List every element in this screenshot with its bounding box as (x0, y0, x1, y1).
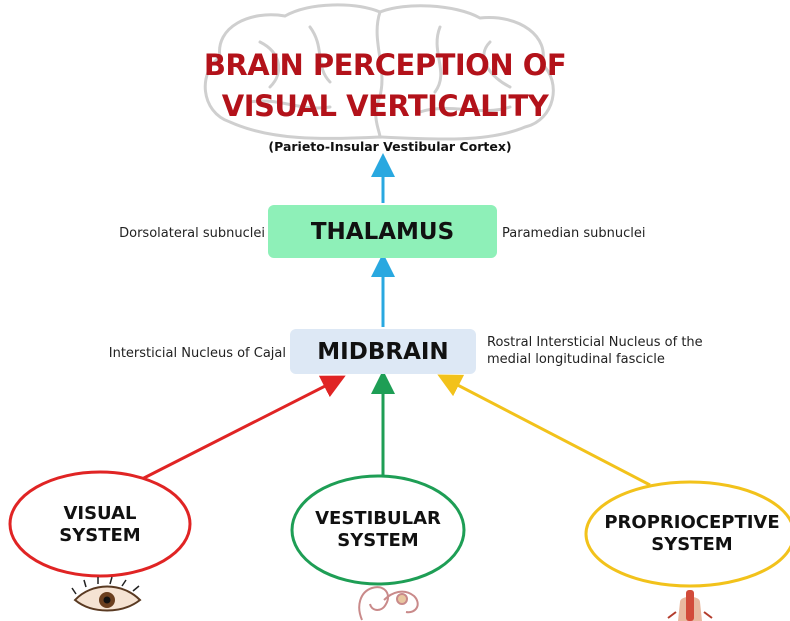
thalamus-right-note: Paramedian subnuclei (502, 225, 702, 242)
thalamus-box: THALAMUS (268, 205, 497, 258)
proprioceptive-system-label: PROPRIOCEPTIVE SYSTEM (594, 501, 790, 567)
vestibular-system-label-line-1: VESTIBULAR (315, 508, 441, 530)
midbrain-right-note-line-1: Rostral Intersticial Nucleus of the (487, 334, 767, 351)
inner-ear-icon (359, 587, 417, 620)
vestibular-system-label: VESTIBULAR SYSTEM (298, 497, 458, 563)
visual-to-midbrain-arrow (140, 381, 335, 480)
proprioceptive-system-label-line-2: SYSTEM (604, 534, 779, 556)
visual-system-label-line-2: SYSTEM (59, 525, 140, 547)
midbrain-right-note-line-2: medial longitudinal fascicle (487, 351, 767, 368)
midbrain-label: MIDBRAIN (317, 339, 448, 365)
proprioceptive-to-midbrain-arrow (448, 380, 650, 485)
visual-system-label-line-1: VISUAL (59, 503, 140, 525)
proprioceptive-system-label-line-1: PROPRIOCEPTIVE (604, 512, 779, 534)
visual-system-label: VISUAL SYSTEM (20, 492, 180, 558)
midbrain-box: MIDBRAIN (290, 329, 476, 374)
spinal-cord-icon (668, 590, 712, 621)
midbrain-right-note: Rostral Intersticial Nucleus of the medi… (487, 334, 767, 368)
thalamus-label: THALAMUS (311, 219, 454, 245)
vestibular-system-label-line-2: SYSTEM (315, 530, 441, 552)
eye-icon (72, 577, 140, 611)
thalamus-left-note: Dorsolateral subnuclei (100, 225, 265, 242)
midbrain-left-note: Intersticial Nucleus of Cajal (78, 345, 286, 362)
